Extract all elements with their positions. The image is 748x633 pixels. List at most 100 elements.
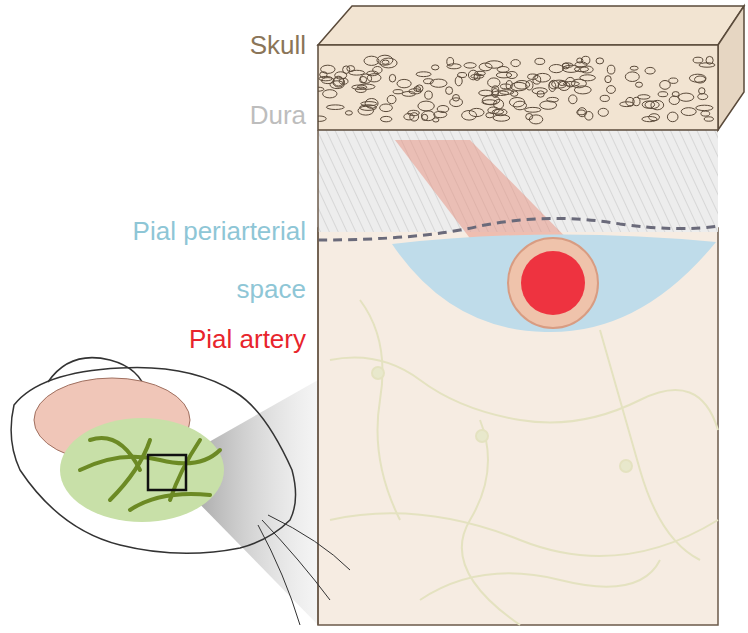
bone-pore	[367, 74, 381, 82]
bone-texture	[318, 55, 715, 124]
bone-pore	[525, 107, 541, 112]
bone-pore	[658, 92, 668, 97]
bone-pore	[382, 60, 389, 64]
bone-pore	[704, 117, 713, 121]
bone-pore	[526, 114, 533, 120]
bone-pore	[380, 58, 397, 68]
bone-pore	[511, 60, 520, 67]
bone-pore	[678, 93, 693, 101]
bone-pore	[549, 82, 556, 92]
bone-pore	[492, 89, 498, 98]
brain-tissue	[318, 228, 718, 625]
bone-pore	[580, 75, 596, 81]
bone-pore	[596, 58, 604, 64]
periarterial-space	[392, 234, 716, 332]
bone-pore	[486, 113, 494, 118]
artery-label: Pial artery	[106, 324, 306, 354]
bone-pore	[389, 74, 395, 82]
bone-pore	[361, 102, 377, 106]
bone-pore	[471, 74, 484, 78]
bone-pore	[402, 92, 415, 97]
bone-pore	[437, 106, 449, 113]
bone-pore	[532, 88, 547, 94]
bone-pore	[447, 64, 461, 69]
neuron-lines	[330, 300, 718, 625]
bone-pore	[464, 63, 476, 68]
bone-pore	[432, 65, 439, 70]
bone-pore	[387, 95, 396, 103]
space-label: Pial periarterial space	[81, 202, 306, 318]
bone-pore	[620, 102, 634, 107]
bone-pore	[469, 108, 484, 116]
artery-wall	[508, 238, 598, 328]
mouse-inset	[11, 358, 350, 625]
bone-pore	[418, 101, 434, 111]
bone-pore	[574, 67, 588, 72]
bone-pore	[358, 106, 374, 115]
bone-pore	[645, 101, 659, 109]
bone-pore	[458, 73, 467, 78]
bone-pore	[540, 101, 557, 109]
bone-pore	[397, 79, 411, 87]
bone-pore	[509, 98, 524, 107]
bone-pore	[669, 96, 679, 104]
bone-pore	[352, 85, 367, 89]
bone-pore	[645, 67, 655, 74]
bone-pore	[549, 65, 563, 73]
bone-pore	[681, 108, 696, 116]
bone-pore	[425, 91, 433, 99]
bone-pore	[430, 79, 447, 87]
bone-pore	[535, 73, 551, 82]
bone-pore	[381, 116, 392, 121]
bone-pore	[625, 72, 639, 82]
bone-pore	[701, 111, 710, 116]
block-edge	[317, 130, 319, 625]
bone-pore	[699, 88, 705, 94]
bone-pore	[563, 65, 580, 72]
bone-pore	[514, 81, 530, 90]
bone-pore	[535, 58, 545, 64]
bone-pore	[607, 65, 615, 74]
bone-pore	[493, 115, 510, 121]
bone-pore	[482, 100, 497, 105]
skull-top	[318, 6, 744, 45]
bone-pore	[404, 114, 414, 120]
dura-label: Dura	[106, 100, 306, 130]
bone-pore	[500, 84, 511, 89]
bone-pore	[326, 105, 344, 110]
bone-pore	[321, 78, 334, 84]
bone-pore	[496, 72, 511, 78]
bone-pore	[600, 95, 609, 101]
bone-pore	[699, 63, 715, 67]
bone-pore	[514, 101, 527, 110]
bone-pore	[416, 72, 431, 77]
bone-pore	[607, 86, 616, 94]
bone-pore	[393, 90, 403, 94]
bone-pore	[605, 76, 611, 83]
bone-pore	[323, 90, 337, 98]
bone-pore	[380, 104, 393, 112]
bone-pore	[479, 63, 492, 71]
artery-lumen	[521, 251, 585, 315]
bone-pore	[360, 74, 371, 83]
bone-pore	[598, 108, 608, 116]
bone-pore	[585, 112, 593, 121]
bone-pore	[689, 74, 706, 82]
bone-pore	[649, 114, 660, 121]
bone-pore	[636, 82, 643, 87]
bone-pore	[479, 90, 493, 96]
bone-pore	[563, 82, 579, 87]
bone-pore	[320, 72, 327, 78]
bone-pore	[582, 56, 590, 64]
bone-pore	[630, 66, 638, 70]
bone-pore	[660, 81, 671, 90]
bone-pore	[318, 87, 324, 91]
skull-side	[718, 6, 744, 130]
skull-front	[318, 45, 718, 130]
bone-pore	[497, 67, 509, 73]
bone-pore	[698, 94, 708, 100]
bone-pore	[511, 82, 528, 90]
bone-pore	[446, 87, 453, 95]
bone-pore	[577, 110, 586, 115]
bone-pore	[488, 78, 500, 87]
